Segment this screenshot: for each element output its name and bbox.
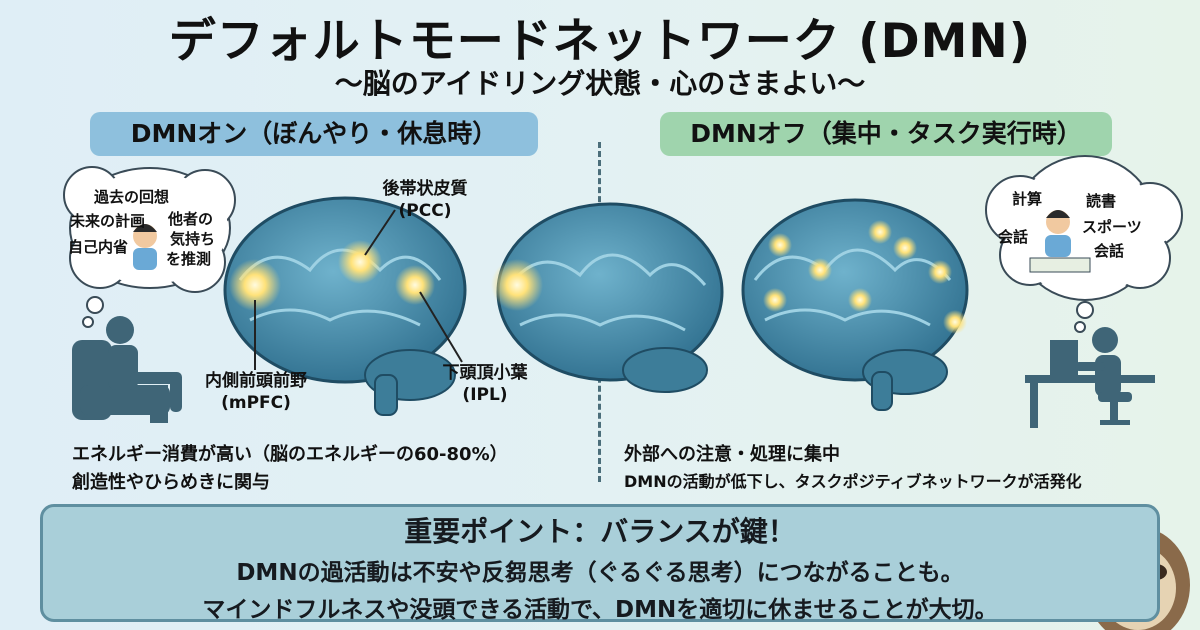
working-person-icon	[1025, 327, 1155, 428]
pcc-leader	[364, 209, 396, 256]
activity-reading: 読書	[1086, 192, 1117, 210]
key-point-box	[40, 504, 1160, 622]
dmn-off-focus: 外部への注意・処理に集中	[624, 444, 840, 465]
thought-self: 自己内省	[68, 238, 129, 256]
activity-calc: 計算	[1012, 190, 1043, 208]
thought-future: 未来の計画	[70, 212, 146, 230]
dmn-on-heading: DMNオン（ぼんやり・休息時）	[90, 112, 538, 156]
thought-others-2: 気持ち	[170, 230, 216, 248]
mpfc-label: 内側前頭前野 (mPFC)	[196, 370, 316, 414]
key-point-title: 重要ポイント：バランスが鍵！	[404, 515, 796, 548]
page-subtitle: 〜脳のアイドリング状態・心のさまよい〜	[334, 67, 866, 100]
brain-dmn-off	[741, 198, 969, 411]
dmn-on-creativity: 創造性やひらめきに関与	[72, 472, 270, 493]
dmn-off-heading: DMNオフ（集中・タスク実行時）	[660, 112, 1112, 156]
pcc-label: 後帯状皮質 (PCC)	[370, 178, 480, 222]
ipl-name: 下頭頂小葉	[442, 363, 528, 383]
thought-others-3: を推測	[166, 250, 212, 268]
key-point-line-1: DMNの過活動は不安や反芻思考（ぐるぐる思考）につながることも。	[236, 560, 964, 586]
key-point-line-2: マインドフルネスや没頭できる活動で、DMNを適切に休ませることが大切。	[202, 597, 998, 623]
resting-person-icon	[72, 316, 182, 423]
brain-dmn-on	[223, 196, 467, 416]
ipl-abbr: (IPL)	[462, 385, 508, 405]
mpfc-name: 内側前頭前野	[205, 371, 307, 391]
ipl-leader	[419, 291, 463, 363]
dmn-off-network: DMNの活動が低下し、タスクポジティブネットワークが活発化	[624, 472, 1082, 491]
pcc-name: 後帯状皮質	[382, 179, 468, 199]
mpfc-abbr: (mPFC)	[221, 393, 291, 413]
thought-past: 過去の回想	[94, 188, 170, 206]
dmn-on-energy: エネルギー消費が高い（脳のエネルギーの60-80%）	[72, 444, 508, 465]
thought-others-1: 他者の	[168, 210, 214, 228]
thought-cloud-right	[985, 155, 1183, 333]
activity-sports: スポーツ	[1082, 218, 1142, 236]
activity-talk-2: 会話	[1094, 242, 1125, 260]
page-title: デフォルトモードネットワーク (DMN)	[168, 14, 1032, 69]
pcc-abbr: (PCC)	[398, 201, 452, 221]
activity-talk-1: 会話	[998, 228, 1029, 246]
ipl-label: 下頭頂小葉 (IPL)	[430, 362, 540, 406]
thought-cloud-left	[63, 166, 236, 328]
brain-center	[491, 202, 724, 393]
